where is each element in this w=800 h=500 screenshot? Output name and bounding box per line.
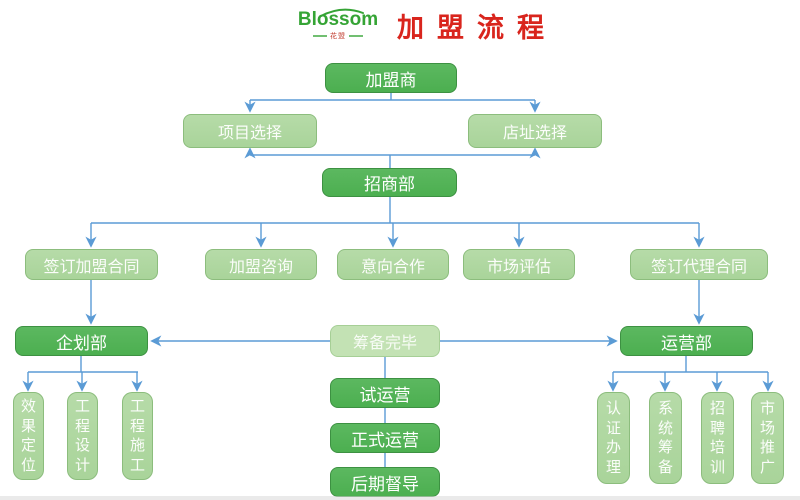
page-title: 加盟流程 <box>397 13 557 43</box>
node-system-preparation: 系统筹备 <box>649 392 682 484</box>
node-official-operation: 正式运营 <box>330 423 440 453</box>
node-recruitment-training-label: 招聘培训 <box>709 400 725 476</box>
node-franchise-consulting: 加盟咨询 <box>205 249 317 280</box>
node-sign-franchise-contract: 签订加盟合同 <box>25 249 158 280</box>
node-trial-operation: 试运营 <box>330 378 440 408</box>
node-franchisee: 加盟商 <box>325 63 457 93</box>
brand-logo: Blossom 花盟 <box>295 8 381 42</box>
node-effect-positioning-label: 效果定位 <box>20 398 36 474</box>
brand-logo-subtext-row: 花盟 <box>295 31 381 41</box>
node-recruitment-training: 招聘培训 <box>701 392 734 484</box>
node-site-selection: 店址选择 <box>468 114 602 148</box>
node-engineering-construction: 工程施工 <box>122 392 153 480</box>
node-system-preparation-label: 系统筹备 <box>657 400 673 476</box>
node-market-evaluation: 市场评估 <box>463 249 575 280</box>
node-engineering-construction-label: 工程施工 <box>129 398 145 474</box>
node-operation-dept: 运营部 <box>620 326 753 356</box>
node-project-selection: 项目选择 <box>183 114 317 148</box>
node-certification-handling-label: 认证办理 <box>605 400 621 476</box>
node-market-promotion-label: 市场推广 <box>759 400 775 476</box>
node-follow-up-supervision: 后期督导 <box>330 467 440 497</box>
node-sign-agency-contract: 签订代理合同 <box>630 249 768 280</box>
node-preparation-complete: 筹备完毕 <box>330 325 440 357</box>
logo-dash-right <box>349 35 363 38</box>
node-engineering-design: 工程设计 <box>67 392 98 480</box>
brand-logo-subtext: 花盟 <box>330 33 346 41</box>
logo-dash-left <box>313 35 327 38</box>
header: Blossom 花盟 加盟流程 <box>295 6 557 45</box>
node-investment-dept: 招商部 <box>322 168 457 197</box>
node-planning-dept: 企划部 <box>15 326 148 356</box>
node-effect-positioning: 效果定位 <box>13 392 44 480</box>
node-intent-cooperation: 意向合作 <box>337 249 449 280</box>
node-certification-handling: 认证办理 <box>597 392 630 484</box>
node-market-promotion: 市场推广 <box>751 392 784 484</box>
node-engineering-design-label: 工程设计 <box>74 398 90 474</box>
brand-logo-text: Blossom <box>297 8 379 30</box>
bottom-border <box>0 496 800 500</box>
